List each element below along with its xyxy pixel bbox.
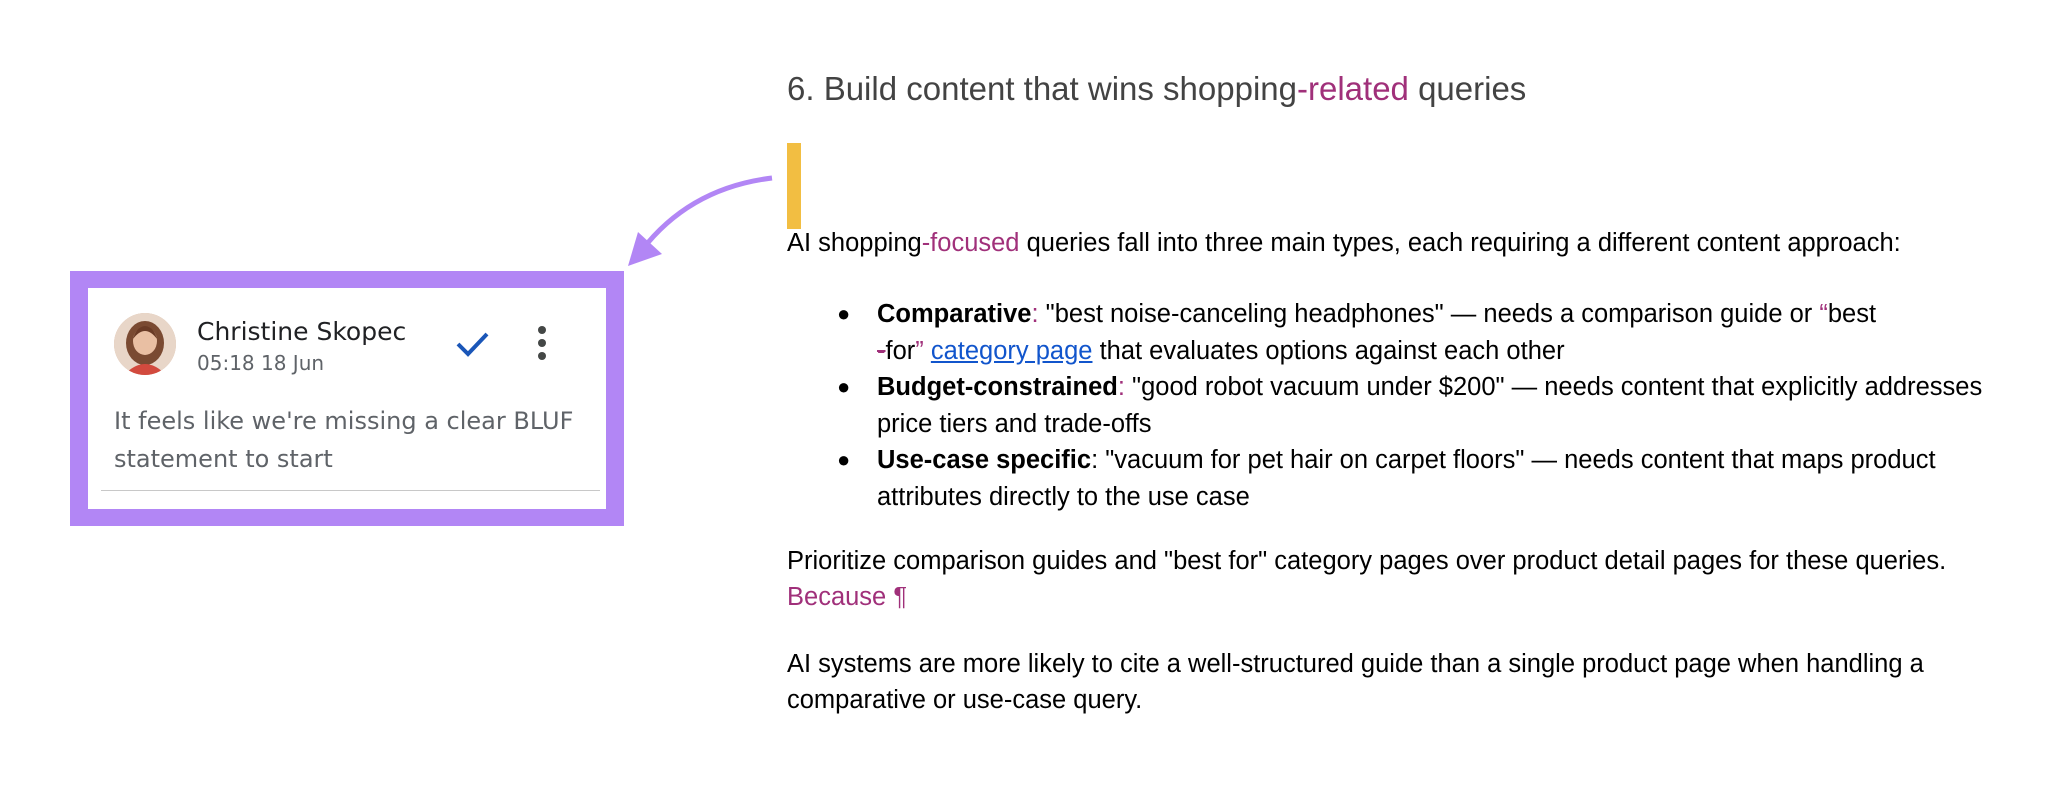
suggested-insertion[interactable]: -focused	[921, 229, 1020, 257]
resolve-button[interactable]	[451, 322, 493, 364]
comment-anchor-highlight	[787, 143, 801, 229]
check-icon	[456, 332, 489, 357]
intro-paragraph[interactable]: AI shopping-focused queries fall into th…	[787, 229, 1901, 257]
comment-divider	[101, 490, 600, 491]
query-types-list: ● Comparative: "best noise-canceling hea…	[787, 296, 1987, 515]
comment-text: It feels like we're missing a clear BLUF…	[114, 407, 574, 473]
comment-card[interactable]: Christine Skopec 05:18 18 Jun It feels l…	[88, 288, 606, 509]
suggested-deletion[interactable]: -	[877, 336, 886, 365]
list-item[interactable]: ● Budget-constrained: "good robot vacuum…	[787, 369, 1987, 442]
comment-timestamp: 05:18 18 Jun	[197, 351, 325, 375]
section-heading[interactable]: 6. Build content that wins shopping-rela…	[787, 70, 1527, 107]
citation-paragraph[interactable]: AI systems are more likely to cite a wel…	[787, 650, 1924, 714]
bullet-icon: ●	[837, 374, 851, 399]
avatar	[114, 313, 176, 375]
list-item[interactable]: ● Comparative: "best noise-canceling hea…	[787, 296, 1987, 369]
suggested-insertion[interactable]: -related	[1297, 70, 1409, 107]
prioritize-paragraph[interactable]: Prioritize comparison guides and "best f…	[787, 547, 1947, 611]
callout-arrow	[628, 175, 773, 266]
bullet-icon: ●	[837, 301, 851, 326]
more-vert-icon	[538, 326, 546, 360]
suggested-insertion[interactable]: Because ¶	[787, 583, 908, 611]
category-page-link[interactable]: category page	[930, 336, 1093, 365]
list-item[interactable]: ● Use-case specific: "vacuum for pet hai…	[787, 442, 1987, 515]
comment-author: Christine Skopec	[197, 317, 407, 346]
more-options-button[interactable]	[529, 322, 555, 364]
bullet-icon: ●	[837, 447, 851, 472]
comment-frame: Christine Skopec 05:18 18 Jun It feels l…	[70, 271, 624, 526]
